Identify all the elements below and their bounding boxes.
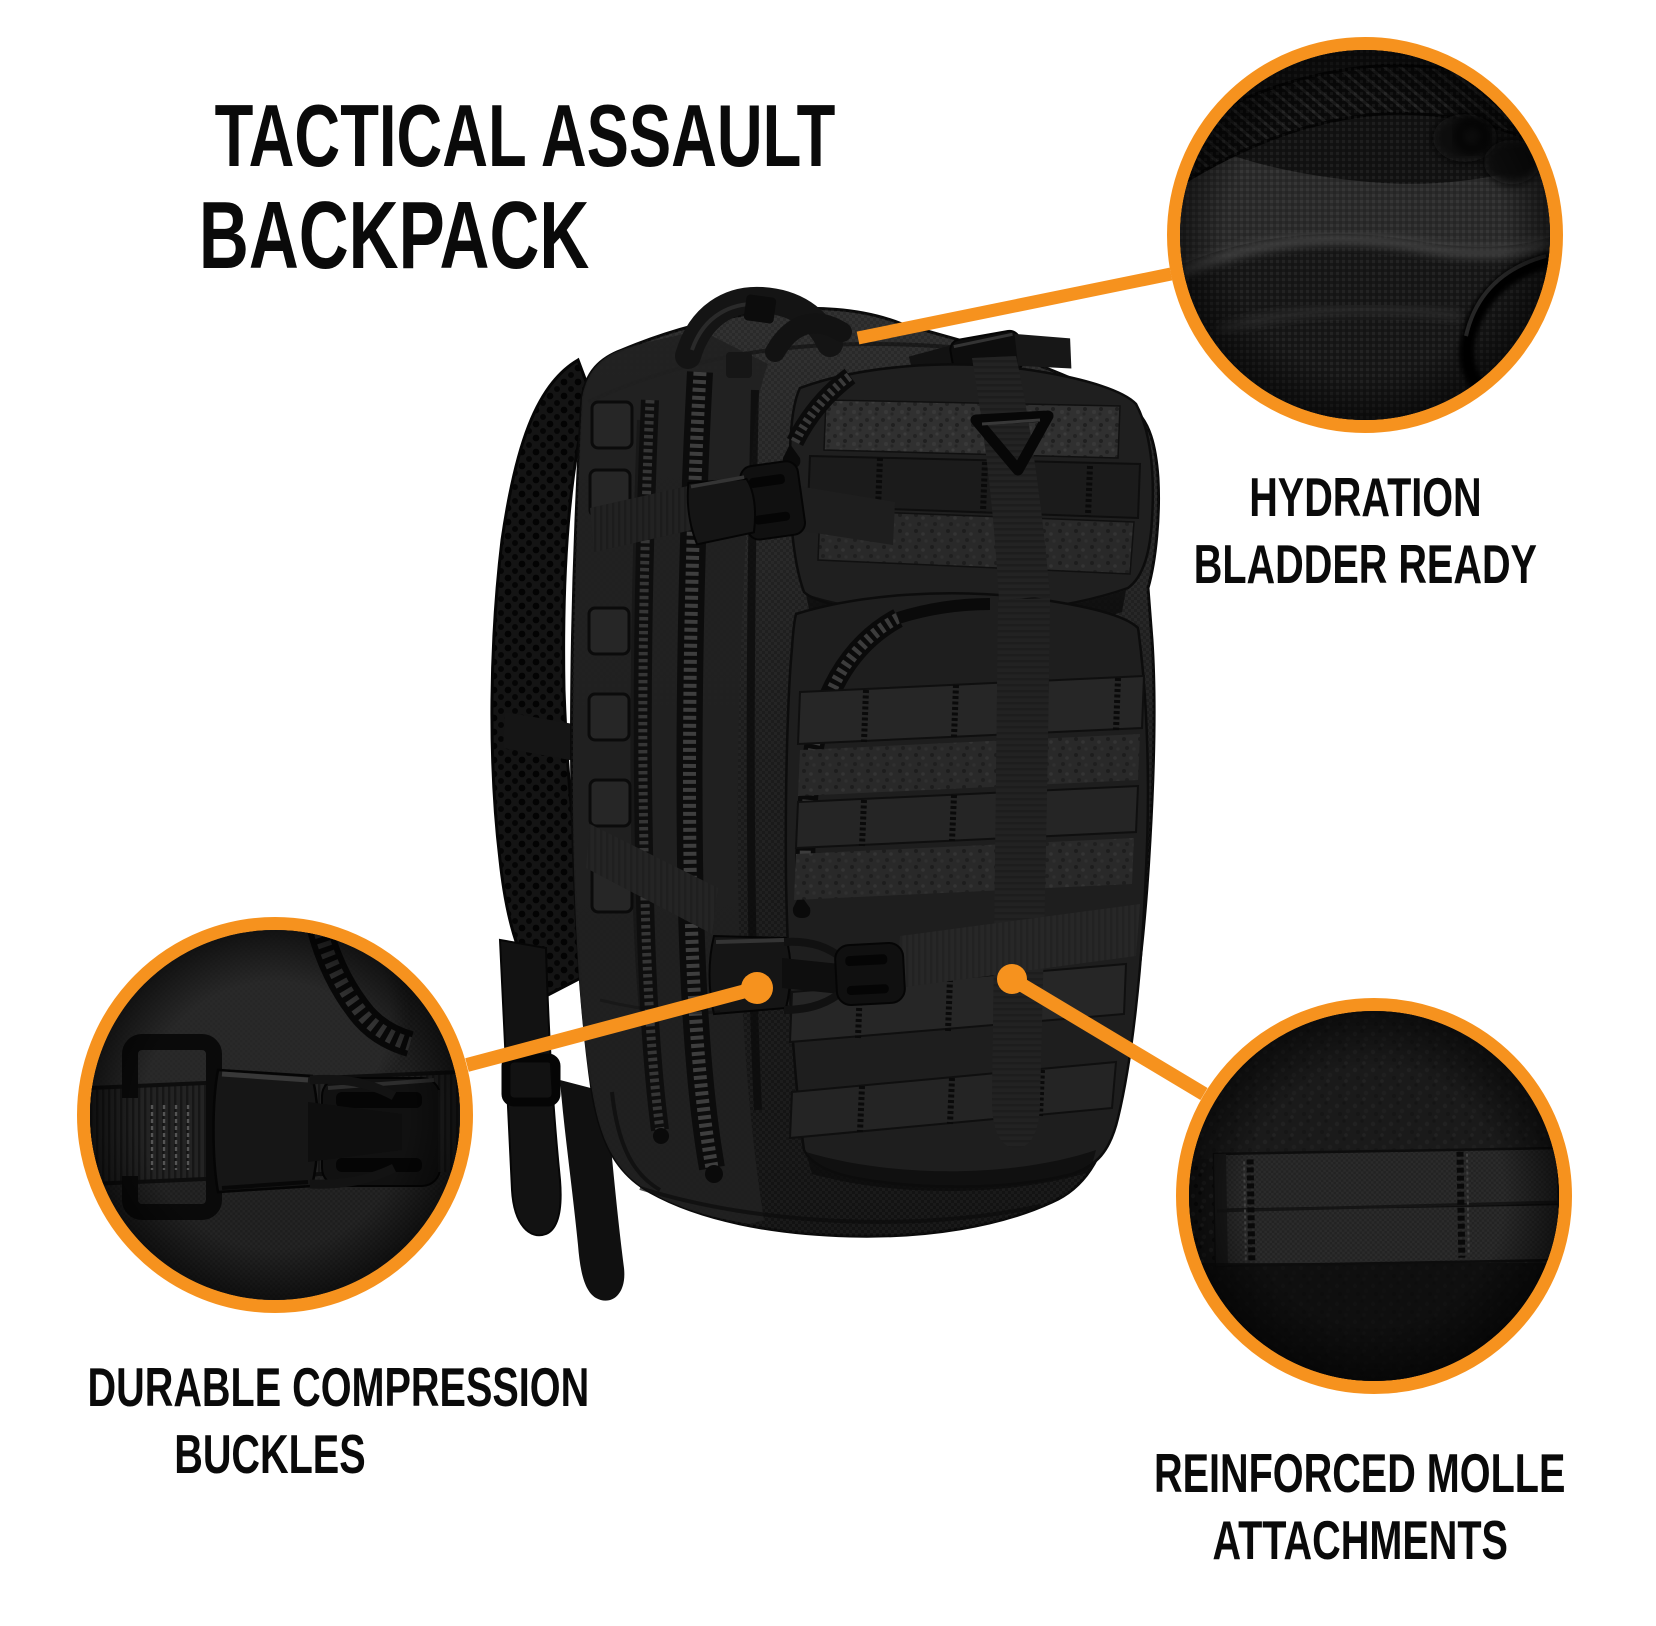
callout-circle-hydration bbox=[1167, 37, 1563, 433]
molle-webbing-closeup bbox=[1189, 1011, 1559, 1381]
leader-line-buckles bbox=[465, 981, 759, 1072]
callout-label-hydration: HYDRATION BLADDER READY bbox=[1193, 466, 1537, 595]
page-title: TACTICAL ASSAULT BACKPACK bbox=[94, 86, 836, 289]
carry-handle bbox=[675, 286, 852, 378]
leader-line-molle bbox=[1008, 972, 1208, 1101]
page-title-line2: BACKPACK bbox=[198, 182, 590, 289]
lower-front-pouch bbox=[784, 592, 1150, 1192]
upper-compression-strap bbox=[590, 460, 895, 552]
callout-label-molle: REINFORCED MOLLE ATTACHMENTS bbox=[1154, 1442, 1566, 1571]
hydration-port-closeup bbox=[1180, 50, 1550, 420]
callout-circle-molle bbox=[1176, 998, 1572, 1394]
d-ring bbox=[970, 410, 1054, 476]
leader-line-hydration bbox=[856, 267, 1173, 345]
leader-dot-buckles bbox=[741, 972, 773, 1004]
page-title-line1: TACTICAL ASSAULT bbox=[214, 86, 836, 185]
molle-webbing-rows bbox=[788, 674, 1146, 1140]
callout-label-buckles: DURABLE COMPRESSION BUCKLES bbox=[87, 1356, 590, 1485]
leader-dot-molle bbox=[997, 964, 1027, 994]
compression-buckle-closeup bbox=[90, 930, 460, 1300]
callout-circle-buckles bbox=[77, 917, 473, 1313]
vertical-compression-strap bbox=[970, 356, 1054, 1148]
